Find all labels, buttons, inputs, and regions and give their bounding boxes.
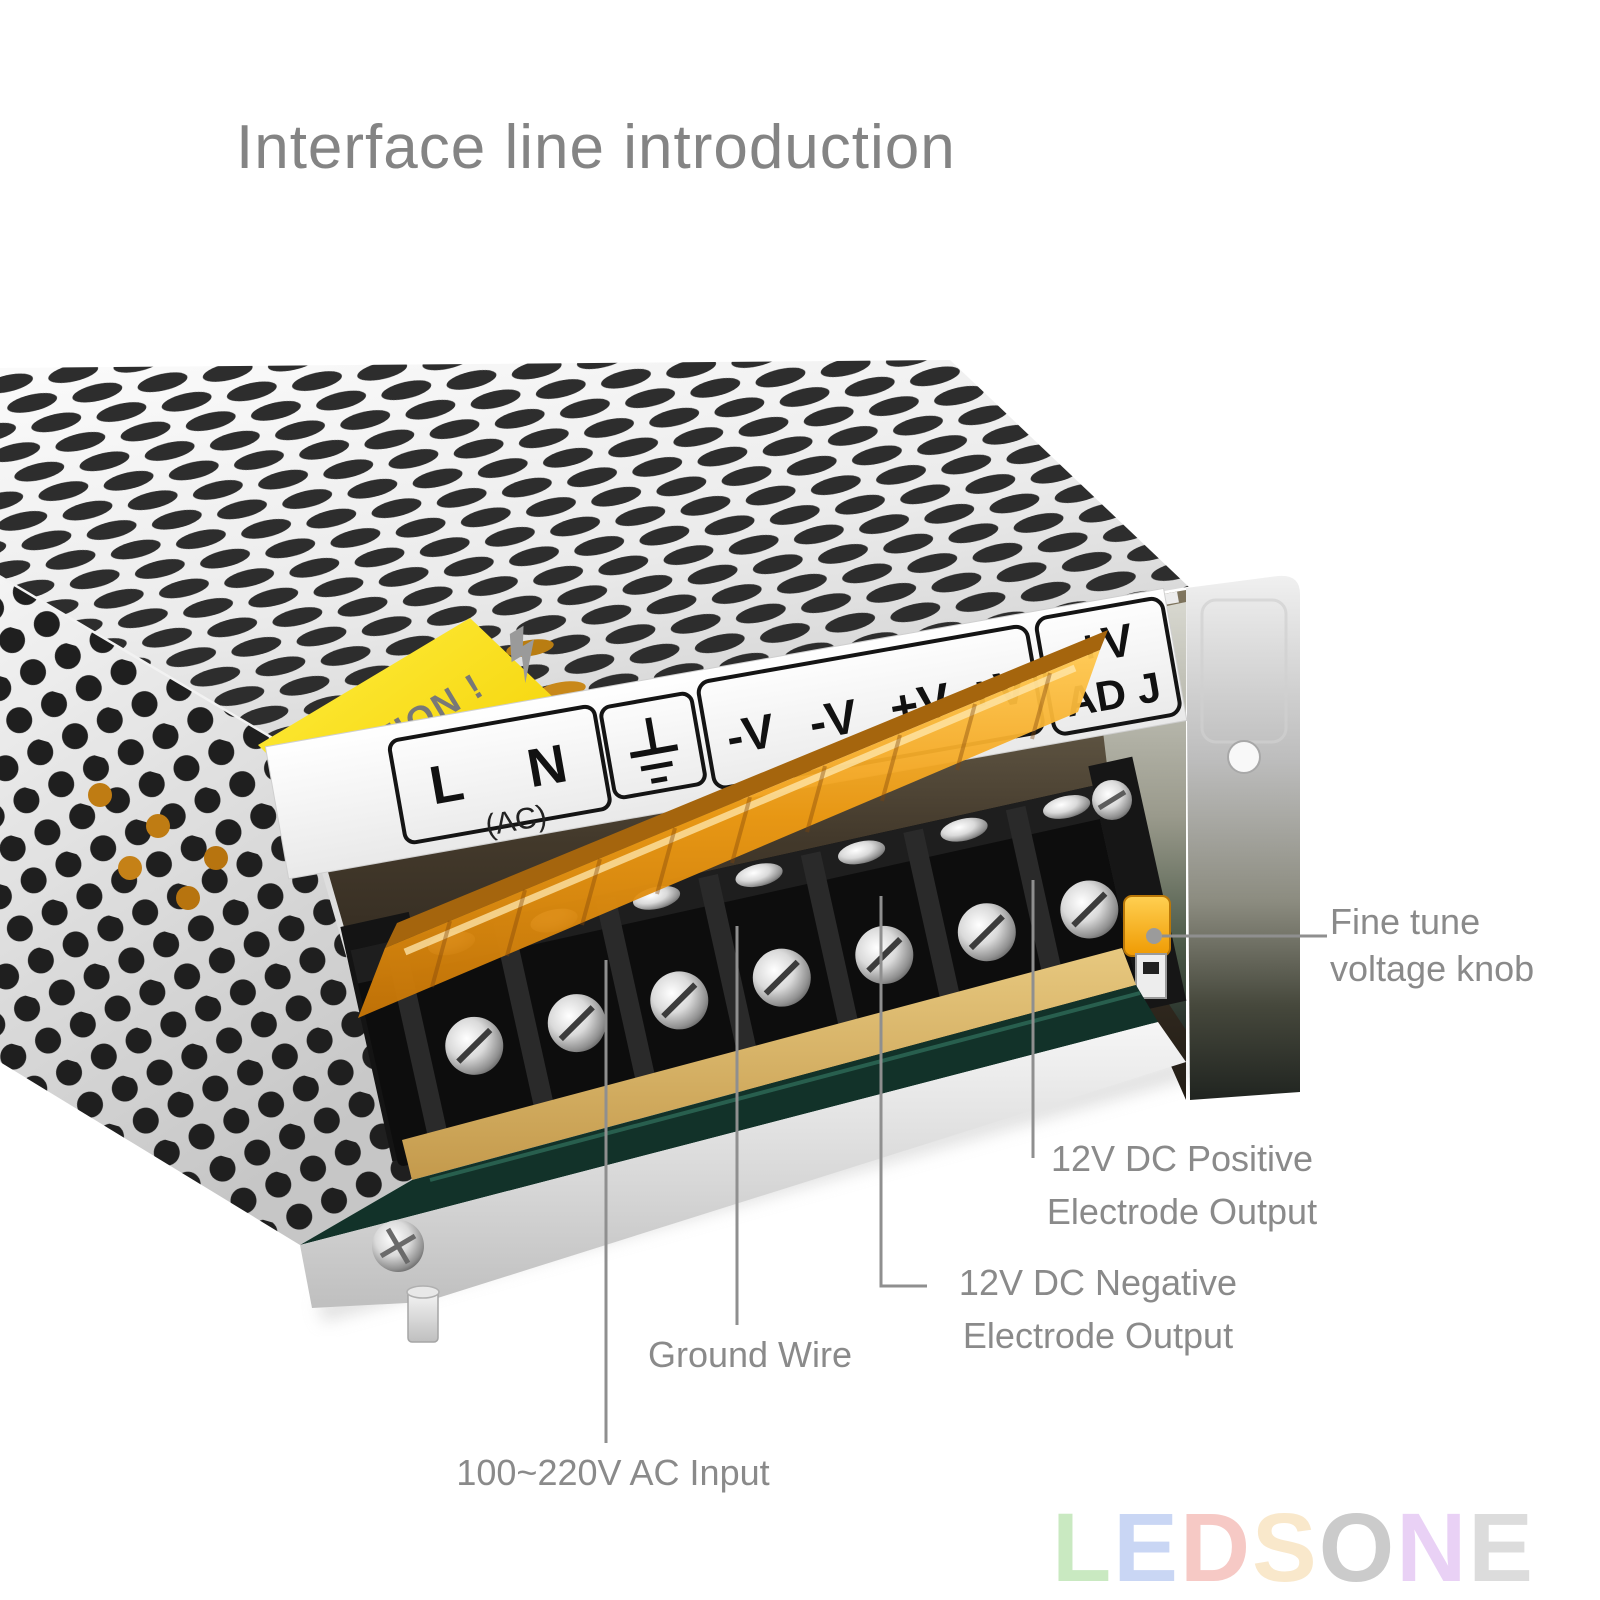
watermark-letter: S (1252, 1493, 1319, 1600)
watermark-letter: N (1396, 1493, 1469, 1600)
case-screw (1092, 780, 1132, 820)
watermark-letter: O (1318, 1493, 1397, 1600)
annotation-line: Ground Wire (647, 1334, 853, 1375)
annotation-ac-input: 100~220V AC Input (450, 1446, 776, 1499)
annotation-positive-output: 12V DC Positive Electrode Output (1032, 1132, 1332, 1238)
annotation-ground-wire: Ground Wire (636, 1328, 864, 1381)
terminal-screws (445, 880, 1119, 1075)
annotation-negative-output: 12V DC Negative Electrode Output (922, 1256, 1274, 1362)
ac-terminal-box (387, 704, 612, 845)
case-left-face (0, 572, 412, 1245)
page-title: Interface line introduction (236, 113, 956, 182)
annotation-line: 12V DC Negative (958, 1262, 1238, 1303)
earth-ground-icon (629, 717, 679, 784)
vent-hole-glow (176, 886, 200, 910)
flange-mount-hole (1227, 740, 1261, 774)
annotation-line: Electrode Output (962, 1315, 1234, 1356)
annotation-line: voltage knob (1330, 948, 1535, 989)
leader-negative (879, 896, 927, 1288)
vent-hole-glow (146, 814, 170, 838)
mounting-flange (1186, 575, 1300, 1100)
pcb-edge (300, 948, 1158, 1245)
watermark-letter: L (1052, 1493, 1114, 1600)
ground-terminal-box (599, 691, 707, 800)
terminal-cover (358, 630, 1108, 1018)
trimmer-body (1135, 953, 1167, 999)
annotation-line: Fine tune (1330, 901, 1481, 942)
watermark-letter: D (1179, 1493, 1253, 1600)
case-bottom-lip (300, 1022, 1186, 1343)
output-label-neg1: -V (722, 705, 778, 766)
annotation-line: 12V DC Positive (1050, 1138, 1314, 1179)
vent-hole-glow (118, 856, 142, 880)
leader-lines (604, 880, 1327, 1443)
annotation-line: Electrode Output (1046, 1191, 1318, 1232)
annotation-fine-tune: Fine tune voltage knob (1330, 898, 1534, 992)
leader-dot (1146, 928, 1162, 944)
lightning-bolt-icon (509, 625, 534, 684)
brand-watermark: L E D S O N E (1052, 1492, 1535, 1600)
watermark-letter: E (1113, 1493, 1180, 1600)
vent-hole-glow (88, 783, 112, 807)
annotation-line: 100~220V AC Input (456, 1452, 770, 1493)
bottom-lip-screw (372, 1220, 424, 1272)
watermark-letter: E (1468, 1493, 1535, 1600)
cover-ribs (430, 672, 1052, 988)
vent-hole-glow (204, 846, 228, 870)
